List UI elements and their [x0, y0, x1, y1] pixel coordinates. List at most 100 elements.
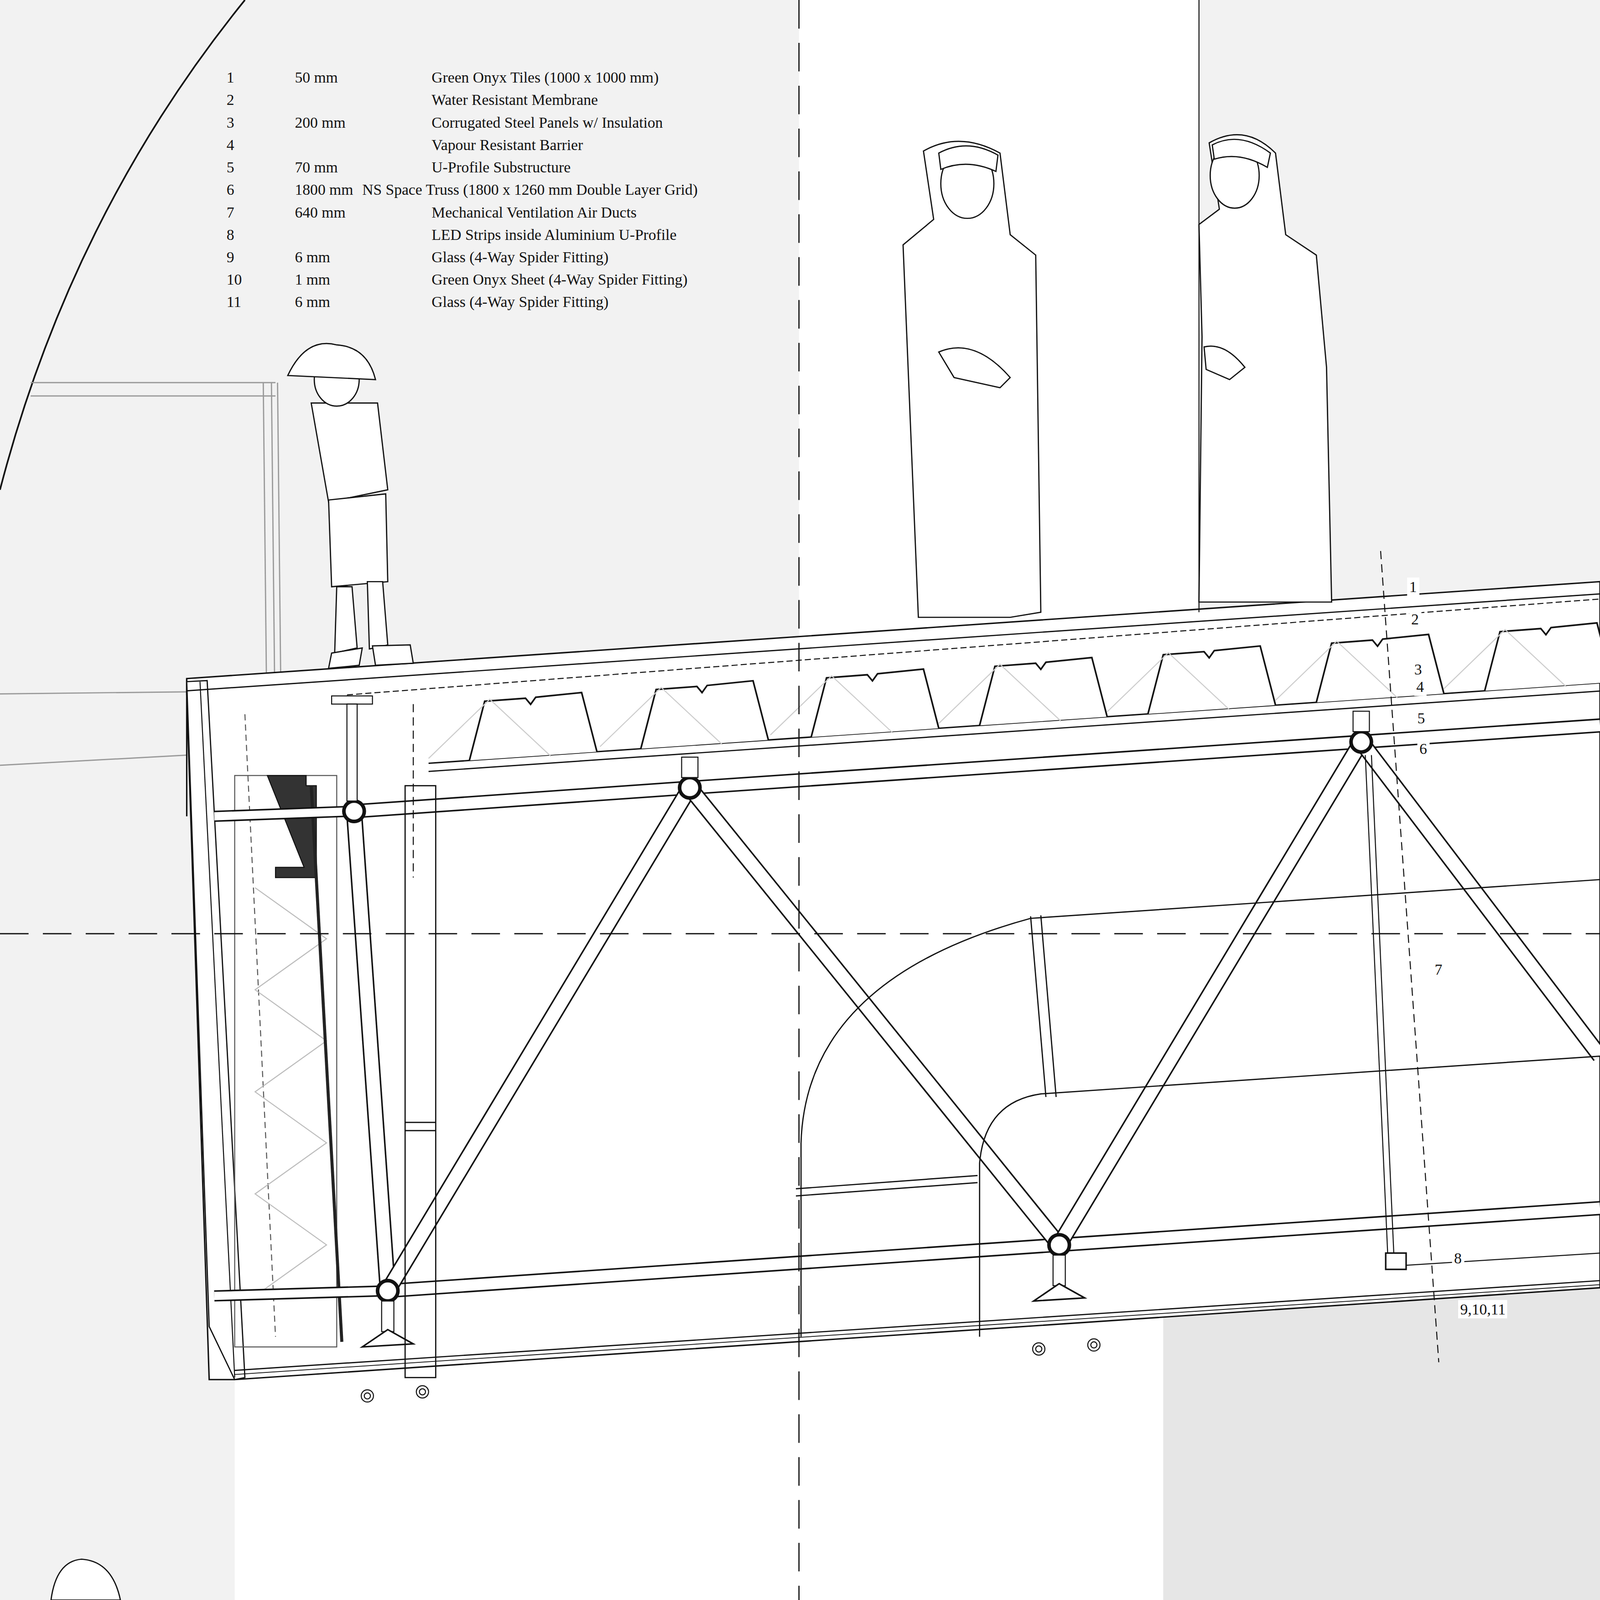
drawing-stroke: [599, 687, 723, 747]
drawing-stroke: [353, 811, 388, 1292]
drawing-stroke: [1444, 629, 1567, 689]
legend-table-cell: Corrugated Steel Panels w/ Insulation: [431, 113, 663, 132]
drawing-stroke: [1053, 1255, 1066, 1286]
callout-number: 8: [1452, 1248, 1465, 1268]
drawing-stroke: [689, 787, 1060, 1245]
drawing-stroke: [1361, 741, 1600, 1056]
drawing-stroke: [979, 1056, 1600, 1337]
drawing-stroke: [1059, 1208, 1600, 1246]
drawing-stroke: [1032, 1342, 1045, 1356]
drawing-stroke: [186, 581, 1600, 1380]
drawing-stroke: [1275, 641, 1398, 701]
drawing-stroke: [353, 811, 388, 1292]
drawing-stroke: [30, 382, 276, 384]
drawing-stroke: [681, 757, 698, 778]
legend-table-cell: LED Strips inside Aluminium U-Profile: [431, 225, 677, 244]
drawing-stroke: [0, 933, 1600, 935]
drawing-stroke: [1033, 1283, 1085, 1301]
drawing-stroke: [938, 348, 1011, 388]
drawing-stroke: [361, 1338, 1101, 1403]
drawing-stroke: [353, 787, 690, 811]
drawing-stroke: [405, 1130, 436, 1132]
drawing-stroke: [51, 1559, 121, 1600]
drawing-stroke: [0, 0, 245, 490]
drawing-stroke: [419, 1388, 426, 1395]
drawing-stroke: [469, 692, 598, 761]
legend-table-cell: 6: [226, 180, 235, 199]
drawing-stroke: [1361, 741, 1600, 1056]
drawing-stroke: [811, 669, 940, 738]
drawing-stroke: [689, 741, 1362, 788]
legend-table-cell: 10: [226, 270, 243, 289]
callout-number: 2: [1409, 610, 1422, 629]
legend-table-cell: 5: [226, 158, 235, 177]
drawing-stroke: [428, 623, 1600, 772]
drawing-stroke: [377, 1280, 399, 1302]
legend-table-cell: Water Resistant Membrane: [431, 90, 598, 110]
drawing-stroke: [428, 699, 551, 759]
drawing-stroke: [405, 785, 436, 1378]
drawing-stroke: [267, 775, 317, 878]
callout-number: 4: [1414, 677, 1427, 697]
drawing-stroke: [979, 657, 1108, 726]
drawing-stroke: [214, 811, 355, 817]
drawing-stroke: [387, 787, 690, 1291]
legend-table-cell: NS Space Truss (1800 x 1260 mm Double La…: [362, 180, 698, 199]
drawing-stroke: [334, 581, 388, 654]
drawing-stroke: [795, 1175, 978, 1189]
drawing-stroke: [799, 0, 1200, 654]
legend-table-cell: U-Profile Substructure: [431, 158, 571, 177]
drawing-stroke: [387, 1244, 1060, 1291]
drawing-stroke: [1350, 731, 1372, 753]
drawing-stroke: [214, 1290, 388, 1296]
legend-table-cell: 640 mm: [295, 202, 346, 222]
callout-number: 3: [1412, 659, 1424, 679]
legend-table-cell: 3: [226, 113, 235, 132]
legend-table-cell: 200 mm: [295, 113, 346, 132]
drawing-stroke: [328, 493, 388, 588]
callout-number: 9,10,11: [1458, 1299, 1508, 1319]
legend-table-cell: 70 mm: [295, 158, 338, 177]
callout-number: 5: [1415, 709, 1428, 728]
legend-table-cell: 4: [226, 135, 235, 155]
drawing-stroke: [405, 785, 1600, 1378]
legend-table-cell: 2: [226, 90, 235, 110]
drawing-stroke: [1199, 134, 1332, 603]
drawing-stroke: [214, 696, 1600, 1347]
drawing-stroke: [679, 777, 701, 799]
callout-number: 6: [1417, 739, 1430, 759]
legend-table-cell: Green Onyx Sheet (4-Way Spider Fitting): [431, 270, 688, 289]
drawing-stroke: [1365, 755, 1388, 1256]
drawing-stroke: [770, 675, 893, 736]
drawing-stroke: [361, 1389, 374, 1403]
drawing-stroke: [416, 1385, 429, 1398]
legend-table-cell: 50 mm: [295, 68, 338, 87]
drawing-stroke: [798, 0, 800, 1600]
drawing-stroke: [1212, 139, 1271, 168]
drawing-stroke: [347, 704, 358, 802]
drawing-stroke: [199, 681, 235, 1378]
drawing-stroke: [0, 755, 187, 766]
legend-table-cell: 7: [226, 202, 235, 222]
drawing-stroke: [412, 704, 414, 878]
legend-table-cell: 8: [226, 225, 235, 244]
callout-number: 1: [1407, 577, 1419, 596]
drawing-stroke: [689, 741, 1362, 788]
drawing-stroke: [387, 1244, 1060, 1291]
drawing-stroke: [795, 1182, 978, 1196]
callout-number: 7: [1432, 960, 1445, 979]
drawing-stroke: [1049, 1234, 1070, 1256]
drawing-stroke: [1361, 725, 1600, 743]
drawing-stroke: [1087, 1338, 1101, 1351]
drawing-stroke: [0, 691, 187, 694]
drawing-stroke: [1059, 741, 1362, 1245]
drawing-stroke: [244, 714, 276, 1337]
drawing-stroke: [1035, 1345, 1042, 1352]
legend-table-cell: Mechanical Ventilation Air Ducts: [431, 202, 637, 222]
legend-table-cell: Vapour Resistant Barrier: [431, 135, 583, 155]
drawing-stroke: [689, 787, 1060, 1245]
drawing-stroke: [1059, 1208, 1600, 1246]
drawing-stroke: [214, 1290, 388, 1296]
